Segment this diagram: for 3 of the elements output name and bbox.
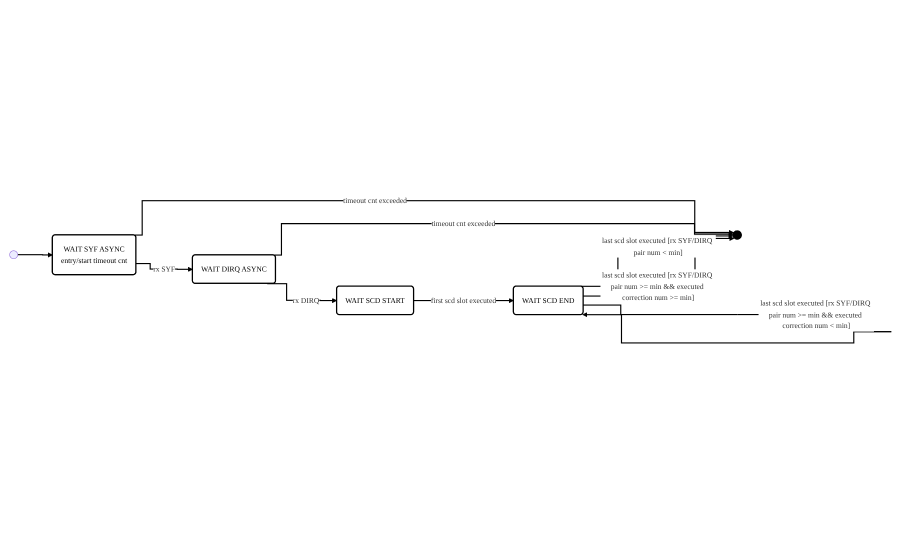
node-circle [9, 250, 18, 260]
arrow [18, 252, 53, 258]
arrow [136, 263, 193, 272]
